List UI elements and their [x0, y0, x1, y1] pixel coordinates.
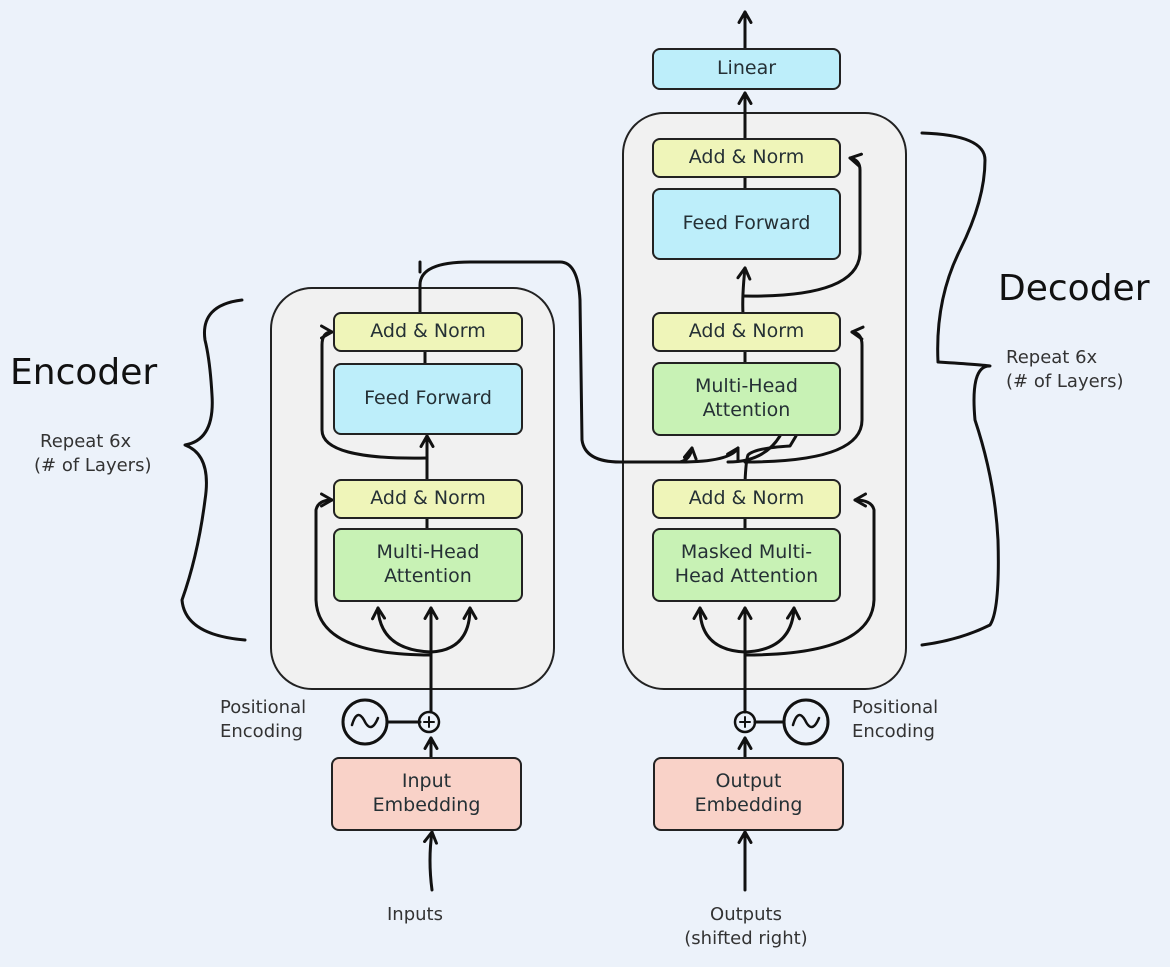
decoder-add-norm-top: Add & Norm — [652, 138, 841, 178]
encoder-positional-line2: Encoding — [220, 721, 303, 743]
decoder-masked-attention: Masked Multi-Head Attention — [652, 528, 841, 602]
outputs-label: Outputs (shifted right) — [676, 903, 816, 952]
decoder-add-norm-mid: Add & Norm — [652, 312, 841, 352]
encoder-residual-1 — [314, 492, 433, 657]
encoder-input-arrow — [423, 830, 438, 892]
encoder-residual-2 — [319, 324, 429, 460]
encoder-repeat-label: Repeat 6x (# of Layers) — [34, 430, 151, 479]
inputs-label: Inputs — [387, 904, 443, 925]
decoder-brace — [920, 131, 1000, 647]
input-embedding: Input Embedding — [331, 757, 522, 831]
encoder-add-norm-bottom: Add & Norm — [333, 479, 523, 519]
decoder-positional-line2: Encoding — [852, 721, 935, 743]
linear-block: Linear — [652, 48, 841, 90]
decoder-repeat-line2: (# of Layers) — [1006, 371, 1124, 393]
decoder-repeat-line1: Repeat 6x — [1006, 347, 1098, 368]
encoder-repeat-line1: Repeat 6x — [40, 431, 132, 452]
decoder-feed-forward: Feed Forward — [652, 188, 841, 260]
outputs-line2: (shifted right) — [684, 928, 808, 950]
encoder-multi-head-attention: Multi-Head Attention — [333, 528, 523, 602]
decoder-title: Decoder — [998, 268, 1150, 309]
decoder-repeat-label: Repeat 6x (# of Layers) — [1006, 346, 1123, 395]
encoder-add-norm-top: Add & Norm — [333, 312, 523, 352]
decoder-positional-line1: Positional — [852, 697, 939, 718]
decoder-cross-attention: Multi-Head Attention — [652, 362, 841, 436]
encoder-positional-circle — [341, 698, 441, 746]
encoder-repeat-line2: (# of Layers) — [34, 455, 152, 477]
decoder-add-norm-bottom: Add & Norm — [652, 479, 841, 519]
encoder-positional-line1: Positional — [220, 697, 307, 718]
decoder-residual-1 — [743, 492, 876, 657]
decoder-residual-3 — [741, 152, 863, 298]
encoder-brace — [180, 298, 247, 642]
encoder-feed-forward: Feed Forward — [333, 363, 523, 435]
outputs-line1: Outputs — [710, 904, 782, 925]
output-embedding: Output Embedding — [653, 757, 844, 831]
decoder-residual-2 — [743, 325, 865, 464]
encoder-title: Encoder — [10, 352, 158, 393]
encoder-positional-encoding-label: Positional Encoding — [220, 696, 306, 745]
decoder-positional-circle — [733, 698, 830, 746]
decoder-positional-encoding-label: Positional Encoding — [852, 696, 938, 745]
